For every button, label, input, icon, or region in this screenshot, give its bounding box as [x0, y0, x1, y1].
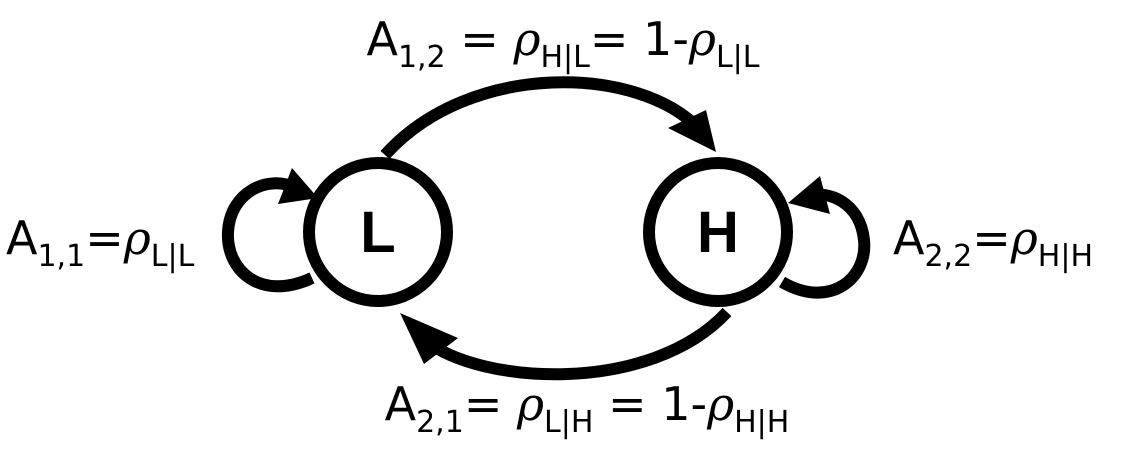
- label-a21: A2,1= ρL|H = 1-ρH|H: [385, 377, 790, 440]
- node-l-label: L: [360, 200, 395, 265]
- edge-h-to-l: [421, 307, 732, 381]
- edge-l-to-h: [380, 76, 705, 160]
- edge-l-to-h-arrowhead: [668, 110, 716, 152]
- node-h: [643, 157, 793, 307]
- label-a12: A1,2 = ρH|L= 1-ρL|L: [366, 12, 759, 75]
- self-loop-l-arrowhead: [278, 168, 318, 204]
- label-a22: A2,2=ρH|H: [893, 211, 1093, 274]
- edge-h-to-l-arrowhead: [400, 313, 458, 364]
- self-loop-h-arrowhead: [788, 176, 830, 214]
- label-a11: A1,1=ρL|L: [6, 211, 195, 274]
- self-loop-h: [778, 188, 871, 299]
- node-h-label: H: [697, 200, 739, 265]
- self-loop-l: [221, 177, 315, 293]
- node-l: [303, 157, 453, 307]
